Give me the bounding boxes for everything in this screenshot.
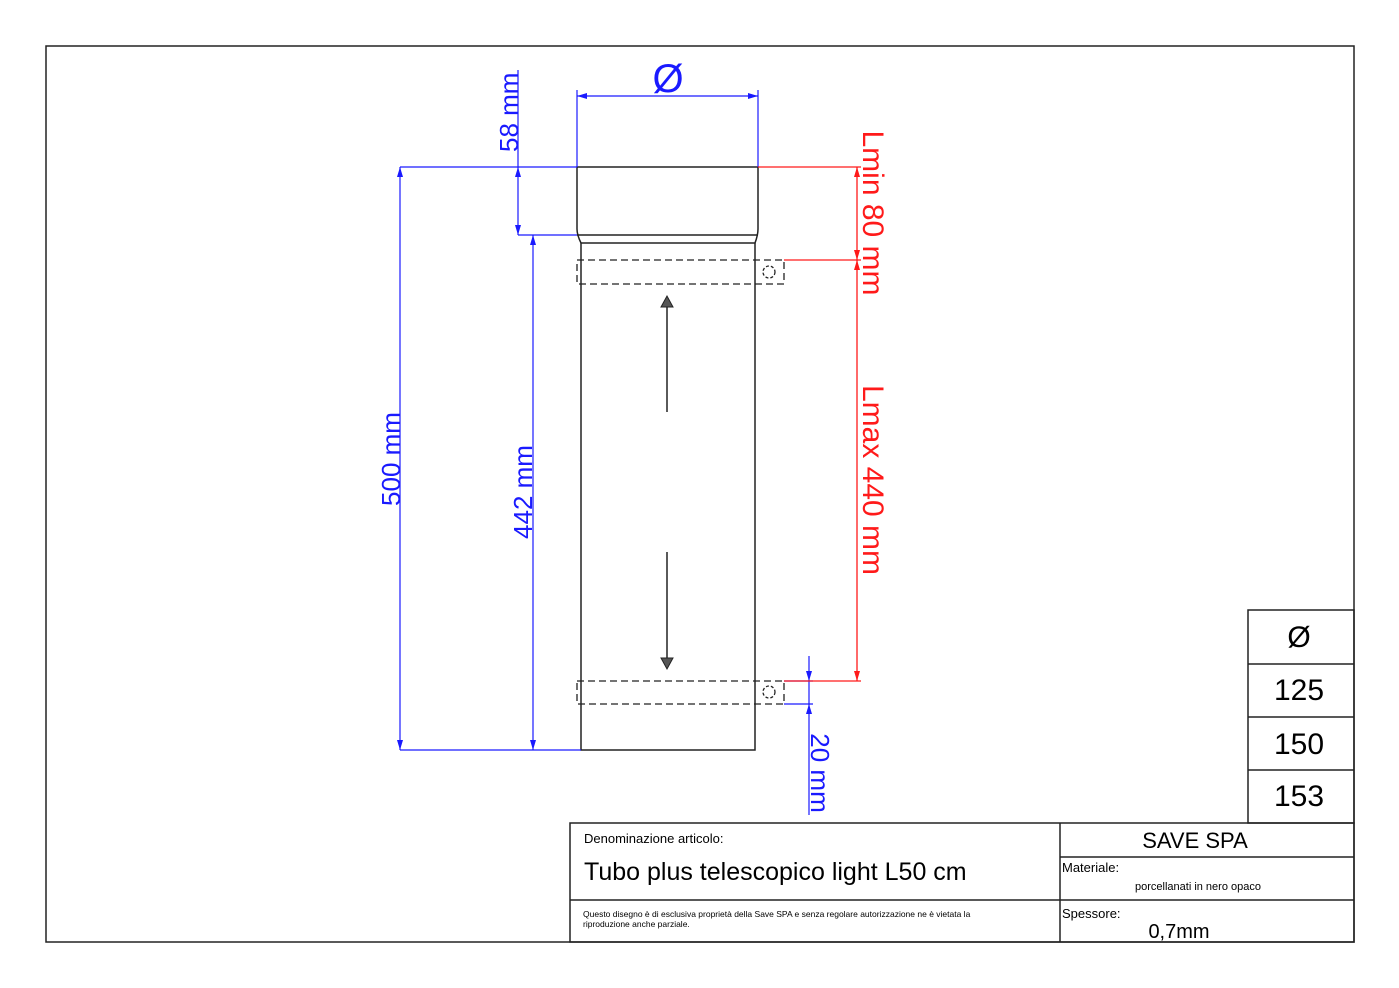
clamp-top [576,259,785,285]
dimension-20: 20 mm [784,656,835,815]
bolt-icon [762,265,776,279]
telescopic-arrows [660,294,674,671]
clamp-bottom [576,680,785,705]
dimension-lmin: Lmin 80 mm [758,130,889,681]
thickness-value: 0,7mm [1148,921,1209,943]
material-value: porcellanati in nero opaco [1135,881,1261,893]
drawing-frame [45,45,1355,943]
title-block: Denominazione articolo: Tubo plus telesc… [569,822,1355,943]
dim-500-label: 500 mm [376,412,406,506]
diameter-label: Ø [652,57,683,101]
dim-20-label: 20 mm [805,733,835,812]
dimension-diameter: Ø [576,57,759,167]
dim-58-label: 58 mm [494,73,524,152]
arrow-down-icon [660,657,674,671]
bolt-icon [762,685,776,699]
dimension-58: 58 mm [400,70,577,236]
article-label: Denominazione articolo: [584,831,723,846]
lmin-label: Lmin 80 mm [856,130,889,295]
dimension-500: 500 mm [376,167,581,751]
thickness-label: Spessore: [1062,906,1121,921]
dimension-442: 442 mm [508,235,538,750]
dimension-lmax: Lmax 440 mm [784,260,889,682]
disclaimer: Questo disegno è di esclusiva proprietà … [583,909,971,919]
disclaimer: riproduzione anche parziale. [583,919,690,929]
material-label: Materiale: [1062,860,1119,875]
pipe [576,166,759,751]
arrow-up-icon [660,294,674,308]
table-cell: 150 [1274,728,1324,761]
table-header: Ø [1287,621,1310,654]
table-cell: 125 [1274,674,1324,707]
diameter-table: Ø 125 150 153 [1247,609,1355,824]
company-name: SAVE SPA [1142,828,1248,853]
lmax-label: Lmax 440 mm [856,385,889,575]
table-cell: 153 [1274,780,1324,813]
article-name: Tubo plus telescopico light L50 cm [584,858,967,886]
dim-442-label: 442 mm [508,445,538,539]
